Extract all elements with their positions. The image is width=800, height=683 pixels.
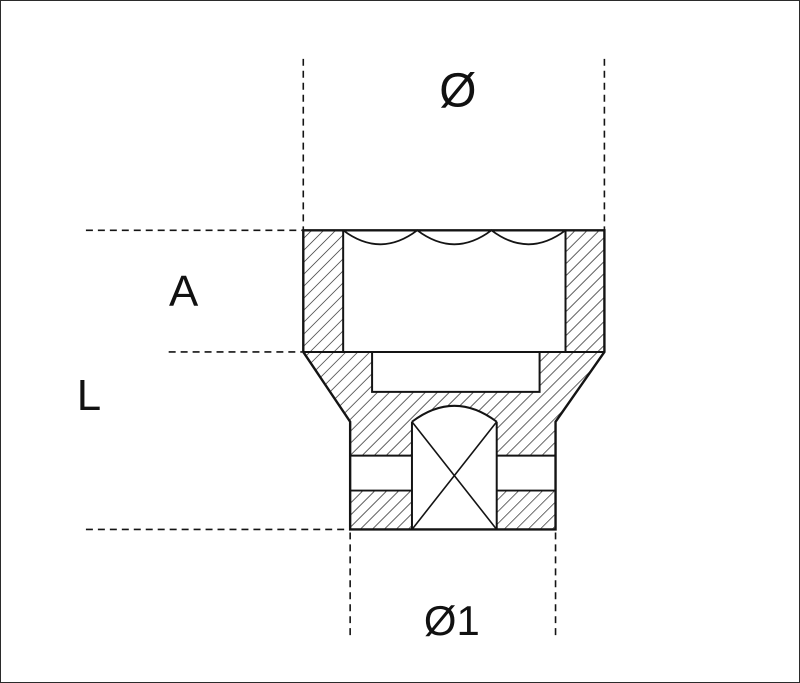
overall-length-label: L bbox=[77, 371, 101, 420]
section-hatching bbox=[303, 230, 605, 530]
drive-hole-arc bbox=[411, 404, 498, 423]
head-depth-label: A bbox=[169, 267, 199, 316]
socket-outline bbox=[302, 229, 606, 531]
hex-opening-scallops bbox=[342, 229, 567, 246]
drive-diameter-label: Ø1 bbox=[424, 597, 480, 644]
drive-hole-cross bbox=[411, 421, 498, 530]
dimension-labels: Ø A L Ø1 bbox=[77, 65, 480, 644]
step-cavity bbox=[371, 351, 541, 393]
retaining-slot-lines bbox=[350, 454, 556, 492]
socket-body bbox=[302, 229, 606, 531]
dimension-lines bbox=[85, 58, 606, 640]
hex-cavity-walls bbox=[342, 230, 567, 352]
drive-hole-walls bbox=[410, 421, 498, 530]
outer-diameter-label: Ø bbox=[439, 65, 476, 118]
